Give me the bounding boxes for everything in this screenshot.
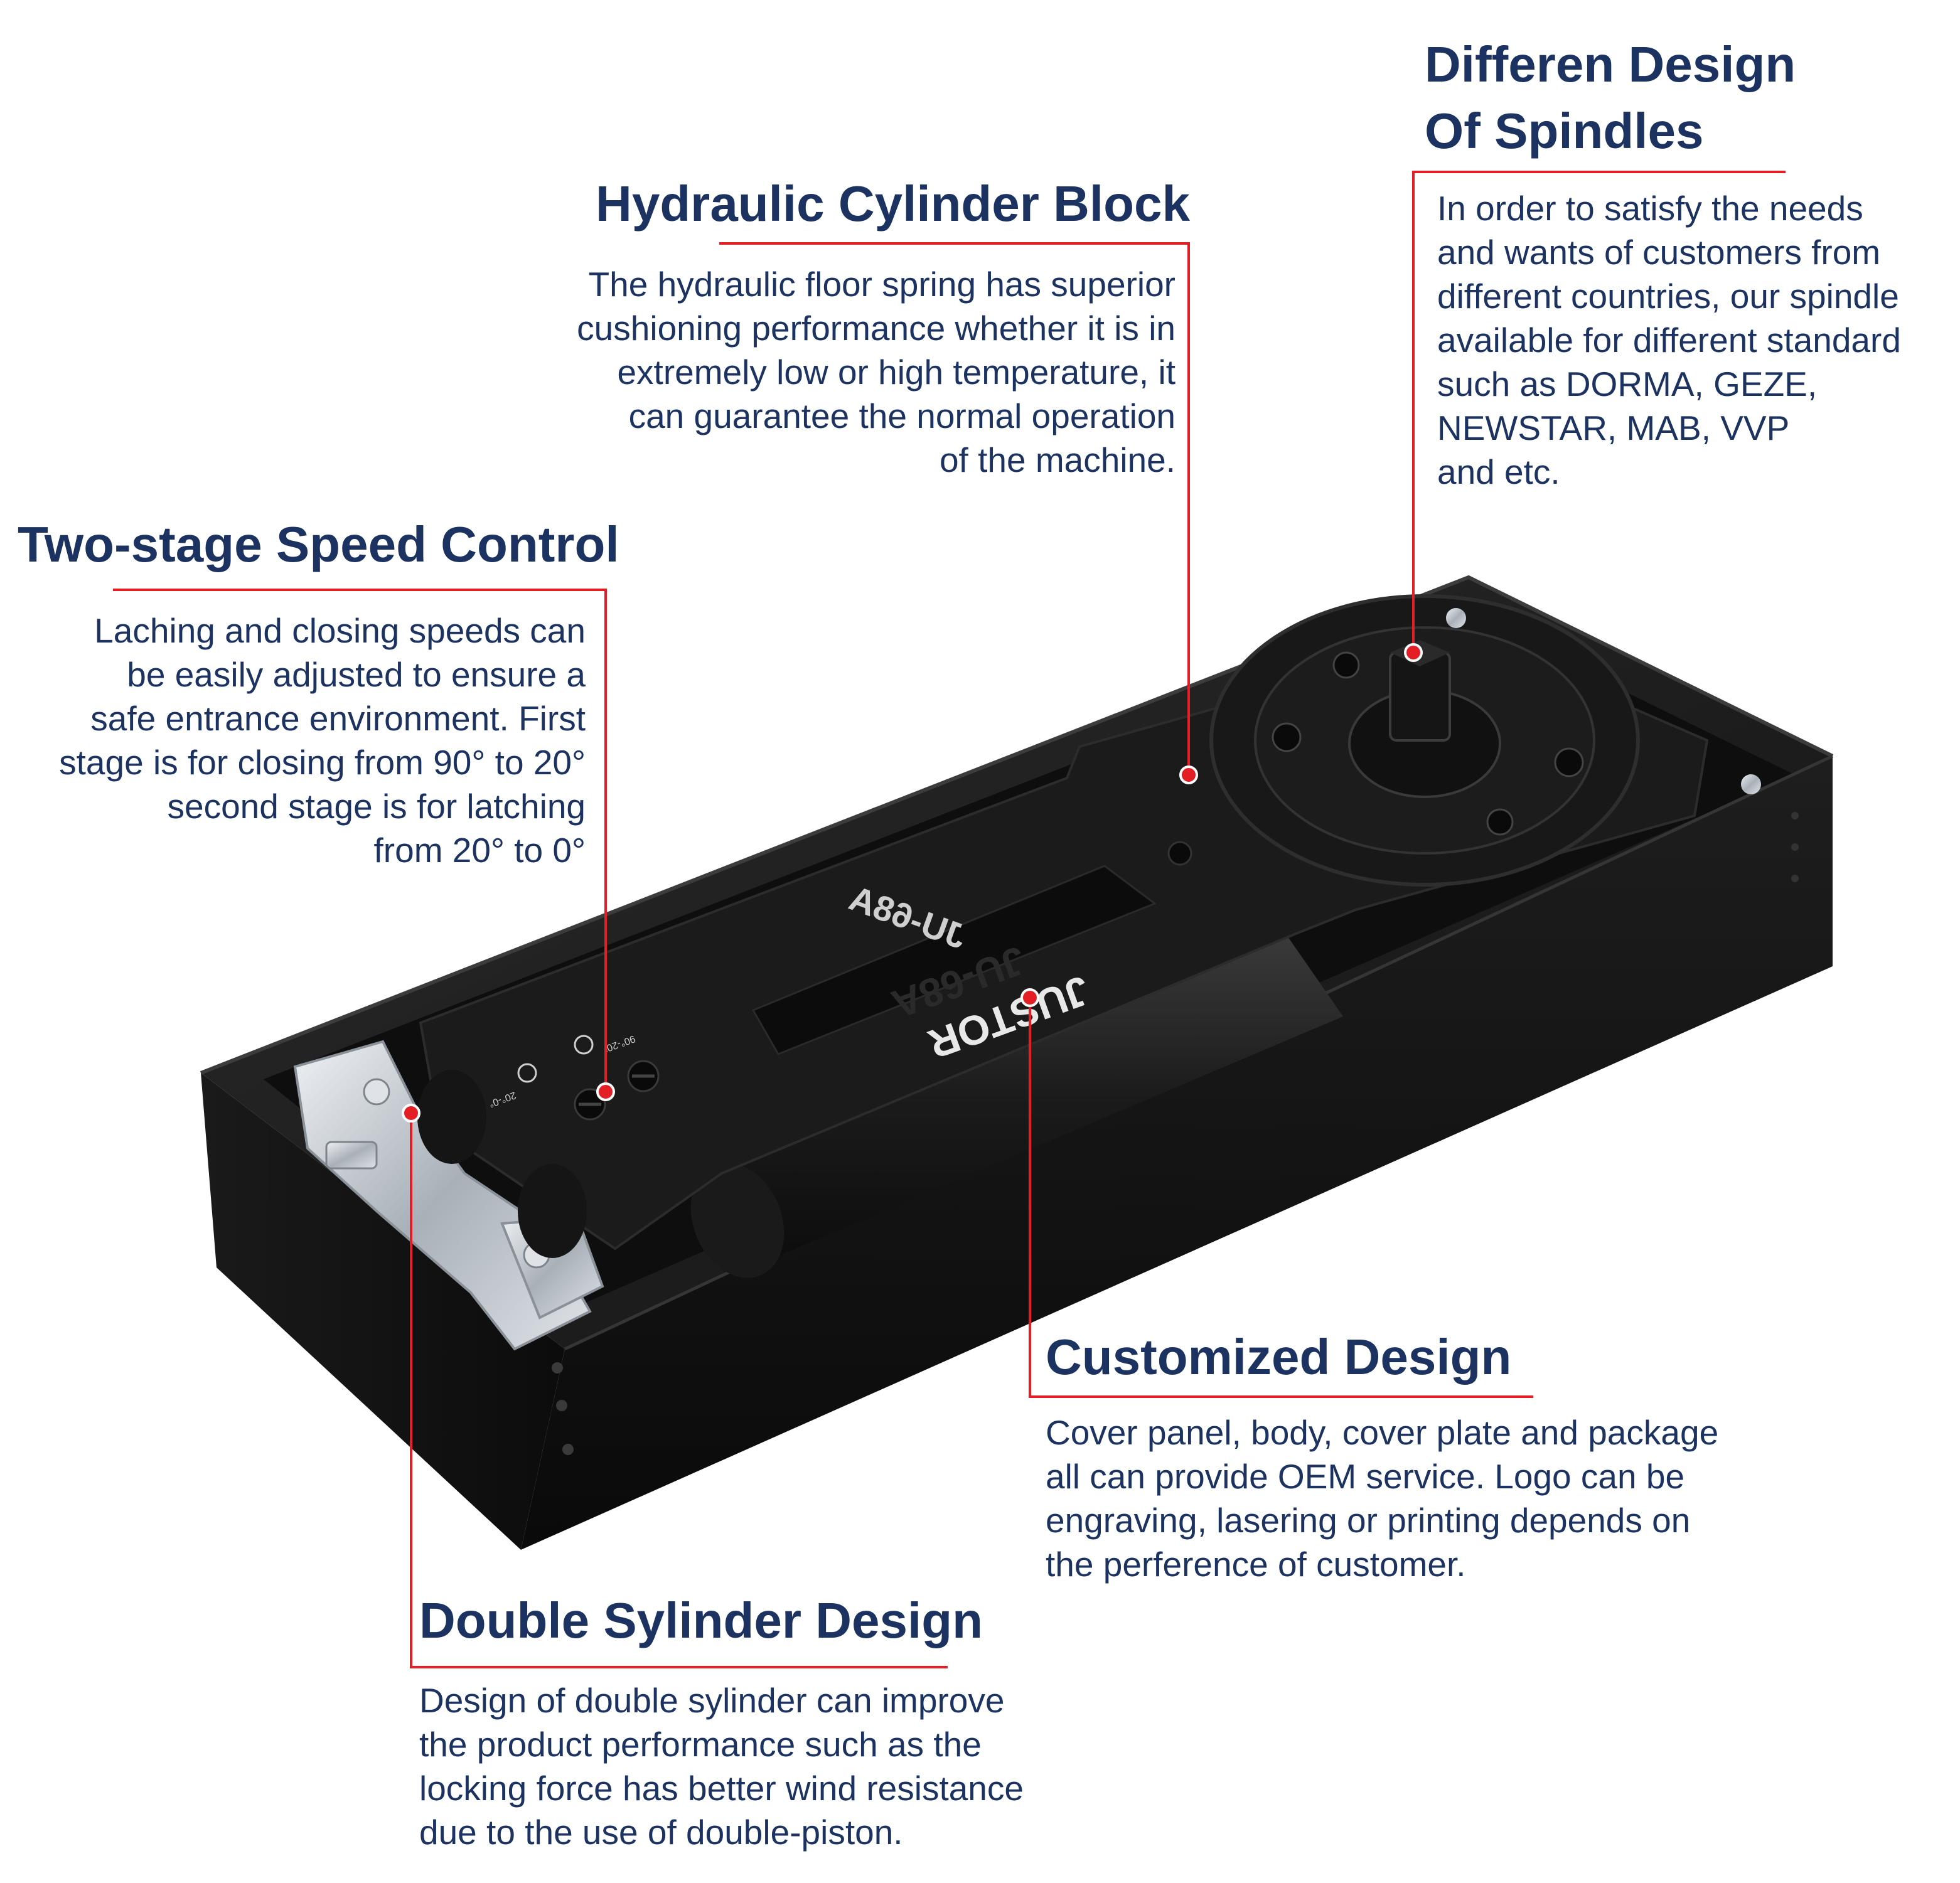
spindles-description: In order to satisfy the needs and wants … bbox=[1437, 186, 1901, 494]
customized-marker-dot bbox=[1020, 988, 1039, 1007]
cylinder-block-line: can guarantee the normal operation bbox=[628, 397, 1175, 435]
spindles-title: Differen Design Of Spindles bbox=[1425, 31, 1796, 164]
speed-control-line: safe entrance environment. First bbox=[90, 699, 586, 738]
leader-lines bbox=[113, 171, 1786, 1668]
double-cylinder-description: Design of double sylinder can improve th… bbox=[419, 1678, 1024, 1854]
customized-title: Customized Design bbox=[1046, 1329, 1512, 1385]
cylinder-block-description: The hydraulic floor spring has superior … bbox=[577, 262, 1175, 482]
spindles-line: NEWSTAR, MAB, VVP bbox=[1437, 408, 1790, 447]
spindles-line: In order to satisfy the needs bbox=[1437, 189, 1863, 228]
spindles-line: and etc. bbox=[1437, 452, 1560, 491]
speed-control-line: Laching and closing speeds can bbox=[94, 611, 586, 650]
leader-dots bbox=[402, 643, 1423, 1123]
spindles-title-line: Differen Design bbox=[1425, 36, 1796, 92]
speed-control-description: Laching and closing speeds can be easily… bbox=[59, 609, 586, 872]
customized-line: engraving, lasering or printing depends … bbox=[1046, 1501, 1691, 1540]
customized-line: the perference of customer. bbox=[1046, 1545, 1466, 1584]
double-cylinder-marker-dot bbox=[402, 1104, 420, 1123]
customized-line: all can provide OEM service. Logo can be bbox=[1046, 1457, 1685, 1496]
speed-control-line: stage is for closing from 90° to 20° bbox=[59, 743, 586, 782]
customized-line: Cover panel, body, cover plate and packa… bbox=[1046, 1413, 1719, 1452]
hydraulic-cylinder-tube bbox=[690, 935, 1343, 1278]
cylinder-block-line: cushioning performance whether it is in bbox=[577, 309, 1175, 348]
speed-control-marker-dot bbox=[596, 1082, 615, 1101]
spindles-line: such as DORMA, GEZE, bbox=[1437, 365, 1818, 403]
speed-control-title: Two-stage Speed Control bbox=[18, 516, 619, 572]
double-cylinder-line: locking force has better wind resistance bbox=[419, 1769, 1024, 1808]
spindles-line: different countries, our spindle bbox=[1437, 277, 1899, 316]
cylinder-block-title: Hydraulic Cylinder Block bbox=[596, 176, 1190, 232]
double-cylinder-line: Design of double sylinder can improve bbox=[419, 1681, 1005, 1720]
double-cylinder-line: the product performance such as the bbox=[419, 1725, 982, 1764]
cylinder-block-line: The hydraulic floor spring has superior bbox=[588, 265, 1175, 304]
spindles-title-line: Of Spindles bbox=[1425, 103, 1704, 159]
spindle-plate bbox=[1209, 594, 1761, 887]
cylinder-block-line: extremely low or high temperature, it bbox=[617, 353, 1175, 392]
spindles-line: and wants of customers from bbox=[1437, 233, 1881, 272]
customized-description: Cover panel, body, cover plate and packa… bbox=[1046, 1411, 1718, 1586]
spindle-marker-dot bbox=[1404, 643, 1423, 662]
mounting-bracket bbox=[293, 1040, 604, 1351]
double-cylinder-title: Double Sylinder Design bbox=[419, 1592, 983, 1648]
speed-control-line: be easily adjusted to ensure a bbox=[127, 655, 586, 694]
speed-control-line: second stage is for latching bbox=[167, 787, 586, 826]
cylinder-block-line: of the machine. bbox=[939, 440, 1175, 479]
double-cylinder-line: due to the use of double-piston. bbox=[419, 1813, 903, 1852]
spindles-line: available for different standard bbox=[1437, 321, 1901, 360]
cylinder-block-marker-dot bbox=[1179, 765, 1198, 784]
speed-control-line: from 20° to 0° bbox=[373, 831, 586, 870]
